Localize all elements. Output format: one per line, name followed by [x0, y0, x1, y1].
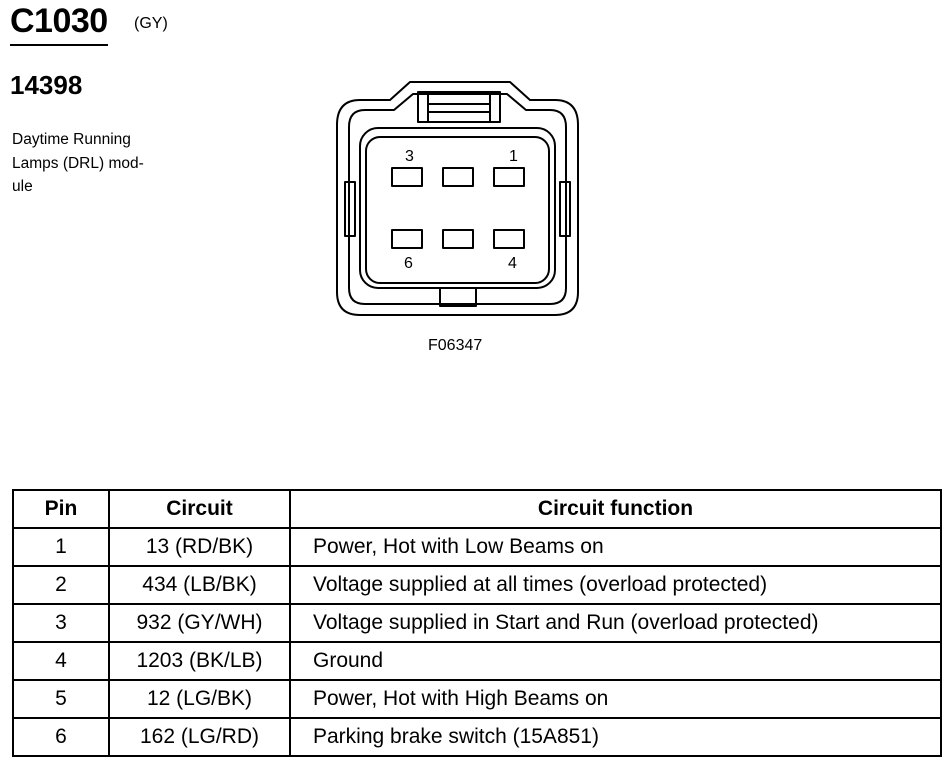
figure-code: F06347 — [428, 337, 483, 354]
pin-cavity — [442, 229, 474, 249]
pin-cavity — [493, 229, 525, 249]
locking-latch — [417, 91, 501, 123]
cell-circuit: 1203 (BK/LB) — [108, 641, 291, 681]
table-row: 5 12 (LG/BK) Power, Hot with High Beams … — [12, 679, 942, 719]
pin-cavity — [493, 167, 525, 187]
cell-circuit: 932 (GY/WH) — [108, 603, 291, 643]
description-line: ule — [12, 178, 33, 195]
header-circuit: Circuit — [108, 489, 291, 529]
table-row: 4 1203 (BK/LB) Ground — [12, 641, 942, 681]
cell-circuit: 12 (LG/BK) — [108, 679, 291, 719]
pin-cavity — [391, 167, 423, 187]
pin-cavity — [442, 167, 474, 187]
cell-circuit-function: Power, Hot with High Beams on — [289, 679, 942, 719]
connector-housing-inner-outline — [348, 93, 567, 305]
connector-description: Daytime Running Lamps (DRL) mod- ule — [12, 128, 172, 199]
header-circuit-function: Circuit function — [289, 489, 942, 529]
cell-circuit: 13 (RD/BK) — [108, 527, 291, 567]
table-header-row: Pin Circuit Circuit function — [12, 489, 942, 529]
cell-circuit-function: Voltage supplied in Start and Run (overl… — [289, 603, 942, 643]
side-rib-left — [344, 181, 356, 237]
table-row: 6 162 (LG/RD) Parking brake switch (15A8… — [12, 717, 942, 757]
description-line: Daytime Running — [12, 131, 131, 148]
cell-pin: 2 — [12, 565, 110, 605]
cell-circuit-function: Ground — [289, 641, 942, 681]
pin-table: Pin Circuit Circuit function 1 13 (RD/BK… — [12, 489, 942, 757]
side-rib-right — [559, 181, 571, 237]
table-row: 2 434 (LB/BK) Voltage supplied at all ti… — [12, 565, 942, 605]
table-row: 3 932 (GY/WH) Voltage supplied in Start … — [12, 603, 942, 643]
cell-pin: 4 — [12, 641, 110, 681]
pin-label-3: 3 — [405, 148, 414, 165]
pin-cavity-face-inner — [359, 127, 556, 289]
cell-circuit: 162 (LG/RD) — [108, 717, 291, 757]
connector-id: C1030 — [10, 2, 108, 46]
cell-pin: 5 — [12, 679, 110, 719]
pin-label-1: 1 — [509, 148, 518, 165]
pin-label-6: 6 — [404, 255, 413, 272]
cell-pin: 6 — [12, 717, 110, 757]
cell-circuit-function: Parking brake switch (15A851) — [289, 717, 942, 757]
cell-circuit: 434 (LB/BK) — [108, 565, 291, 605]
pin-cavity-face — [365, 136, 550, 284]
polarization-key — [439, 287, 477, 307]
table-row: 1 13 (RD/BK) Power, Hot with Low Beams o… — [12, 527, 942, 567]
cell-circuit-function: Power, Hot with Low Beams on — [289, 527, 942, 567]
cell-pin: 3 — [12, 603, 110, 643]
connector-housing-outline — [336, 81, 579, 316]
pin-cavity — [391, 229, 423, 249]
header-pin: Pin — [12, 489, 110, 529]
description-line: Lamps (DRL) mod- — [12, 154, 144, 172]
part-number: 14398 — [10, 70, 83, 100]
cell-circuit-function: Voltage supplied at all times (overload … — [289, 565, 942, 605]
cell-pin: 1 — [12, 527, 110, 567]
connector-color-code: (GY) — [134, 15, 168, 32]
pin-label-4: 4 — [508, 255, 517, 272]
